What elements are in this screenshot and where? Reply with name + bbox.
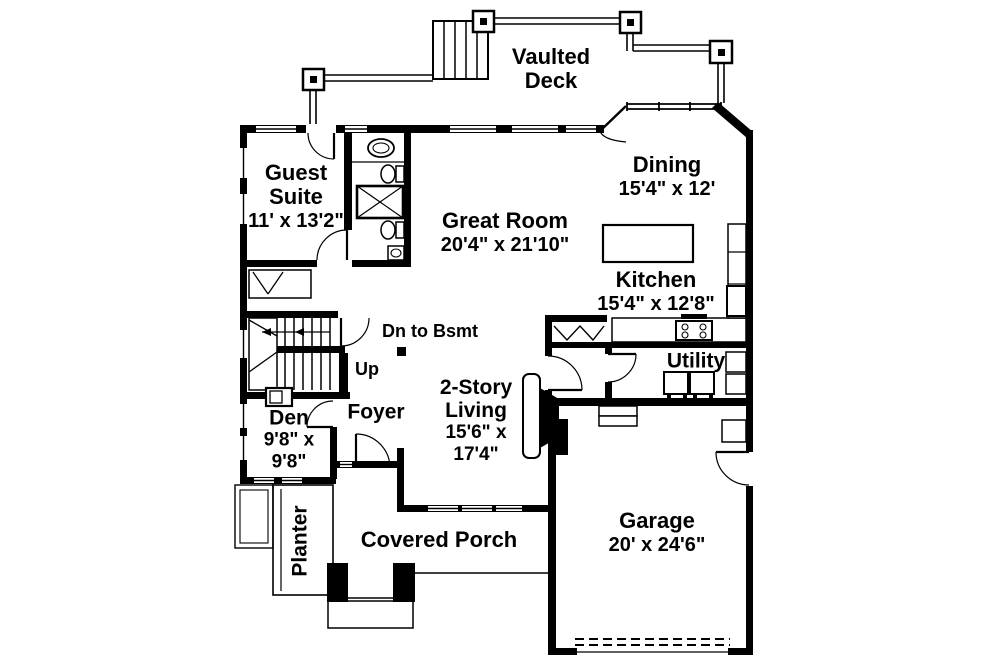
dining-dims: 15'4" x 12' — [618, 178, 716, 200]
planter-name: Planter — [288, 505, 312, 577]
kitchen-fixtures — [601, 223, 747, 343]
guest-suite-label: Guest Suite 11' x 13'2" — [248, 161, 344, 233]
planter-label: Planter — [289, 505, 312, 576]
utility-label: Utility — [667, 350, 725, 373]
deck-stairs-icon — [432, 20, 489, 80]
doors — [306, 105, 750, 486]
dining-label: Dining 15'4" x 12' — [619, 153, 716, 201]
kitchen-label: Kitchen 15'4" x 12'8" — [597, 268, 714, 316]
living-name-line1: 2-Story — [439, 376, 513, 399]
up-label: Up — [355, 359, 379, 379]
garage-label: Garage 20' x 24'6" — [609, 509, 706, 557]
fireplace-icon — [522, 373, 568, 459]
deck-label-line1: Vaulted — [511, 44, 591, 69]
foyer-label: Foyer — [347, 401, 404, 424]
closets — [248, 269, 605, 408]
garage-name: Garage — [619, 508, 695, 533]
great-room-name: Great Room — [442, 208, 568, 233]
living-label: 2-Story Living 15'6" x 17'4" — [440, 376, 512, 466]
great-room-dims: 20'4" x 21'10" — [440, 234, 570, 256]
living-name-line2: Living — [445, 399, 507, 422]
kitchen-dims: 15'4" x 12'8" — [597, 293, 715, 315]
garage-features — [575, 405, 747, 653]
covered-porch-label: Covered Porch — [361, 528, 518, 552]
guest-suite-name-line2: Suite — [269, 184, 323, 209]
living-dims-line1: 15'6" x — [445, 422, 507, 443]
garage-dims: 20' x 24'6" — [608, 534, 706, 556]
utility-fixtures — [663, 351, 747, 398]
down-to-basement-label: Dn to Bsmt — [382, 321, 478, 341]
bathroom-fixtures — [352, 138, 405, 261]
kitchen-name: Kitchen — [615, 267, 697, 292]
dining-name: Dining — [632, 152, 702, 177]
porch-features — [234, 484, 548, 629]
den-label: Den 9'8" x 9'8" — [264, 407, 315, 474]
guest-suite-dims: 11' x 13'2" — [248, 210, 344, 232]
staircase-icon — [248, 317, 406, 392]
down-to-basement-text: Dn to Bsmt — [382, 321, 478, 341]
utility-name: Utility — [666, 349, 726, 373]
living-dims-line2: 17'4" — [453, 444, 499, 465]
deck-label: Vaulted Deck — [512, 45, 590, 93]
up-text: Up — [355, 359, 379, 379]
deck-label-line2: Deck — [524, 68, 578, 93]
guest-suite-name-line1: Guest — [264, 160, 328, 185]
windows — [240, 102, 722, 511]
den-dims-line2: 9'8" — [271, 451, 307, 473]
den-dims-line1: 9'8" x — [263, 429, 315, 451]
great-room-label: Great Room 20'4" x 21'10" — [441, 209, 570, 257]
den-name: Den — [269, 406, 309, 430]
foyer-name: Foyer — [347, 400, 405, 424]
deck-railing — [309, 17, 725, 124]
deck-posts — [301, 9, 734, 92]
covered-porch-name: Covered Porch — [360, 527, 518, 552]
interior-walls — [240, 132, 753, 479]
